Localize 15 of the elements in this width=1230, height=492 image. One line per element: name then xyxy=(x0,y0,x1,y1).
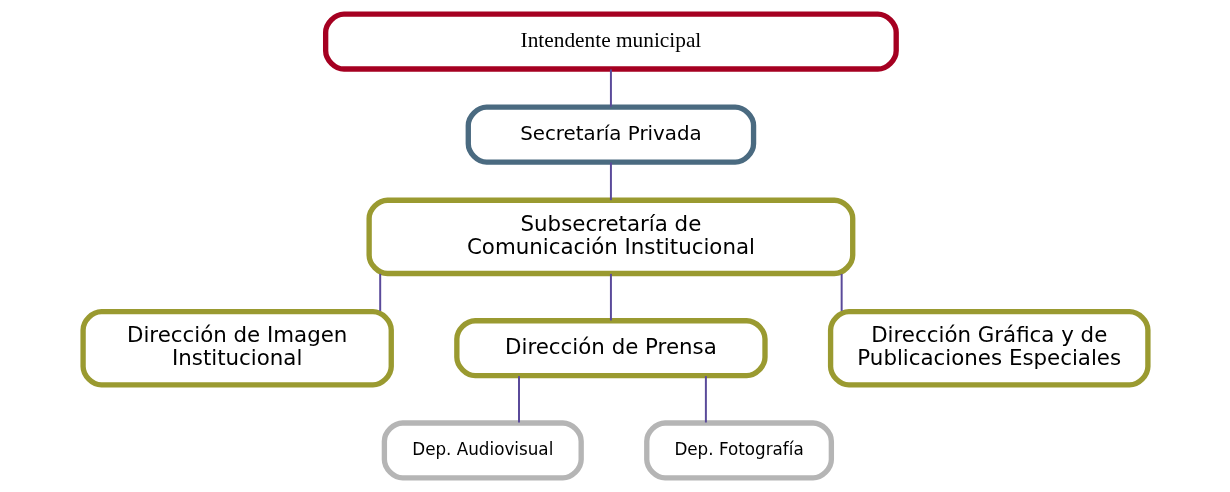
connector xyxy=(609,272,612,322)
node-box: Secretaría Privada xyxy=(465,104,756,165)
node-box: Dirección Gráfica y de Publicaciones Especiales xyxy=(827,308,1151,388)
connector xyxy=(517,375,520,424)
node-box: Intendente municipal xyxy=(322,11,899,72)
connector xyxy=(609,161,612,202)
connector xyxy=(378,272,381,312)
node-box: Dep. Audiovisual xyxy=(381,420,584,481)
node-box: Dirección de Imagen Institucional xyxy=(79,308,394,388)
node-box: Dep. Fotografía xyxy=(643,420,834,481)
node-box: Subsecretaría de Comunicación Institucional xyxy=(365,197,855,277)
node-box: Dirección de Prensa xyxy=(453,318,768,379)
connector xyxy=(609,68,612,108)
connector xyxy=(704,375,707,424)
connector xyxy=(840,272,843,312)
